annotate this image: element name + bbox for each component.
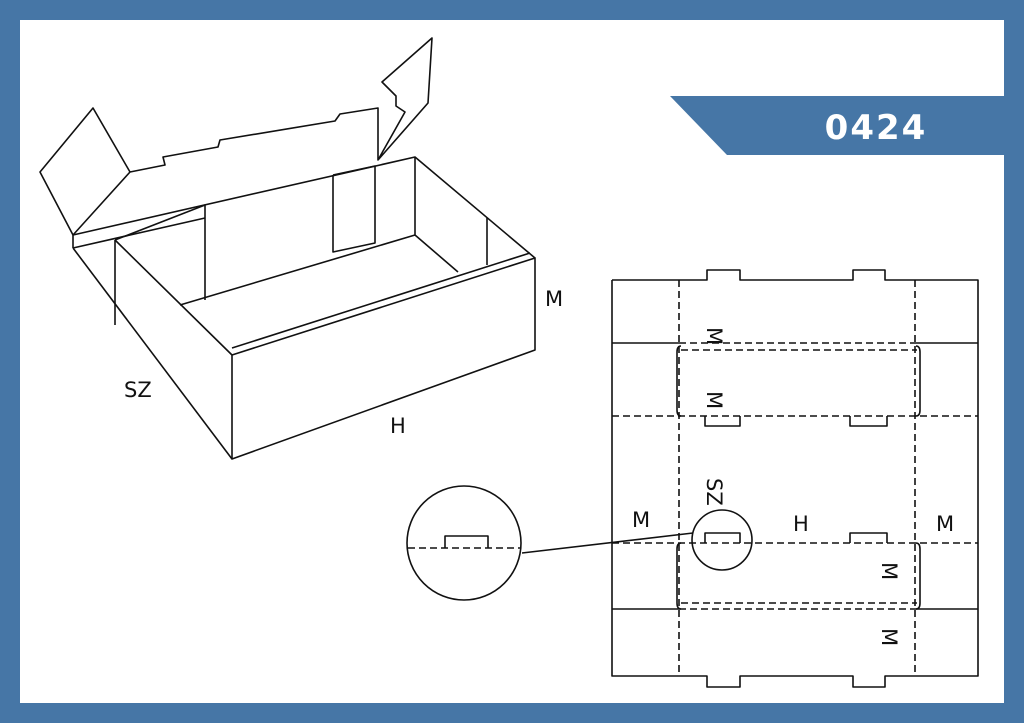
dieline-label-m: M <box>702 391 726 409</box>
badge-code: 0424 <box>825 108 928 148</box>
dieline-label-m: M <box>877 628 901 646</box>
box-3d-illustration: M SZ H <box>39 37 563 460</box>
code-badge: 0424 <box>670 96 1004 155</box>
box-width-label: SZ <box>124 378 152 402</box>
dieline: M M SZ M H M M M <box>406 269 979 688</box>
dieline-label-m: M <box>936 512 954 536</box>
dieline-label-h: H <box>793 512 809 536</box>
dieline-label-m: M <box>877 562 901 580</box>
dieline-label-sz: SZ <box>702 478 726 506</box>
detail-magnifier <box>406 485 522 601</box>
box-length-label: H <box>390 414 406 438</box>
dieline-label-m: M <box>702 327 726 345</box>
box-depth-label: M <box>545 287 563 311</box>
dieline-label-m: M <box>632 508 650 532</box>
